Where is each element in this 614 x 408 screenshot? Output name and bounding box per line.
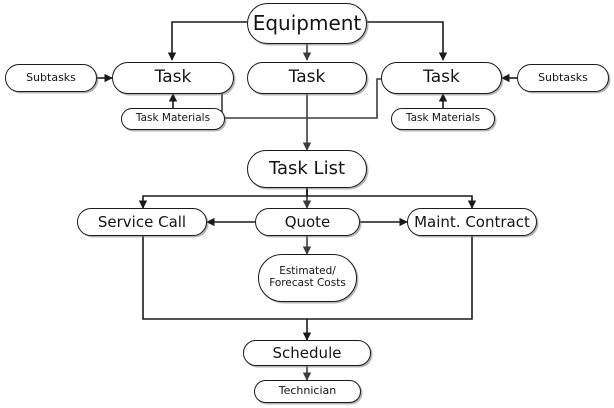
- edge-task-list-to-service-call: [138, 188, 308, 209]
- node-estimated-costs[interactable]: Estimated/ Forecast Costs: [258, 254, 357, 302]
- node-maint-contract[interactable]: Maint. Contract: [407, 208, 537, 236]
- node-estimated-costs-label: Estimated/ Forecast Costs: [269, 265, 346, 289]
- edge-task-list-to-maint-contract: [306, 188, 477, 209]
- node-task-materials-left-label: Task Materials: [135, 112, 211, 125]
- node-technician-label: Technician: [278, 384, 337, 398]
- node-equipment-label: Equipment: [252, 11, 362, 36]
- node-service-call-label: Service Call: [97, 212, 187, 231]
- node-task-center[interactable]: Task: [247, 62, 367, 94]
- node-schedule[interactable]: Schedule: [243, 340, 371, 366]
- node-task-materials-left[interactable]: Task Materials: [121, 108, 225, 130]
- node-task-right[interactable]: Task: [381, 62, 502, 94]
- edge-task-right-to-task-list: [307, 78, 381, 119]
- node-subtasks-left-label: Subtasks: [26, 70, 76, 84]
- node-task-materials-right-label: Task Materials: [405, 112, 481, 125]
- edge-maint-contract-to-schedule-bus: [307, 236, 473, 320]
- node-task-left-label: Task: [154, 67, 192, 88]
- edge-equipment-to-task-right: [367, 21, 448, 61]
- node-subtasks-left[interactable]: Subtasks: [5, 64, 97, 92]
- node-quote-label: Quote: [284, 212, 331, 231]
- node-quote[interactable]: Quote: [255, 208, 360, 236]
- node-task-right-label: Task: [423, 67, 460, 88]
- node-schedule-label: Schedule: [272, 343, 342, 362]
- node-subtasks-right[interactable]: Subtasks: [517, 64, 609, 92]
- node-task-list[interactable]: Task List: [247, 150, 367, 188]
- node-service-call[interactable]: Service Call: [77, 208, 207, 236]
- node-maint-contract-label: Maint. Contract: [414, 212, 530, 231]
- node-technician[interactable]: Technician: [254, 380, 361, 403]
- edge-equipment-to-task-left: [167, 21, 247, 61]
- node-subtasks-right-label: Subtasks: [538, 70, 588, 84]
- node-task-center-label: Task: [288, 67, 326, 88]
- node-task-left[interactable]: Task: [112, 62, 234, 94]
- node-equipment[interactable]: Equipment: [247, 3, 367, 44]
- node-task-list-label: Task List: [268, 157, 346, 179]
- edge-service-call-to-schedule-bus: [142, 236, 307, 320]
- node-task-materials-right[interactable]: Task Materials: [391, 108, 495, 130]
